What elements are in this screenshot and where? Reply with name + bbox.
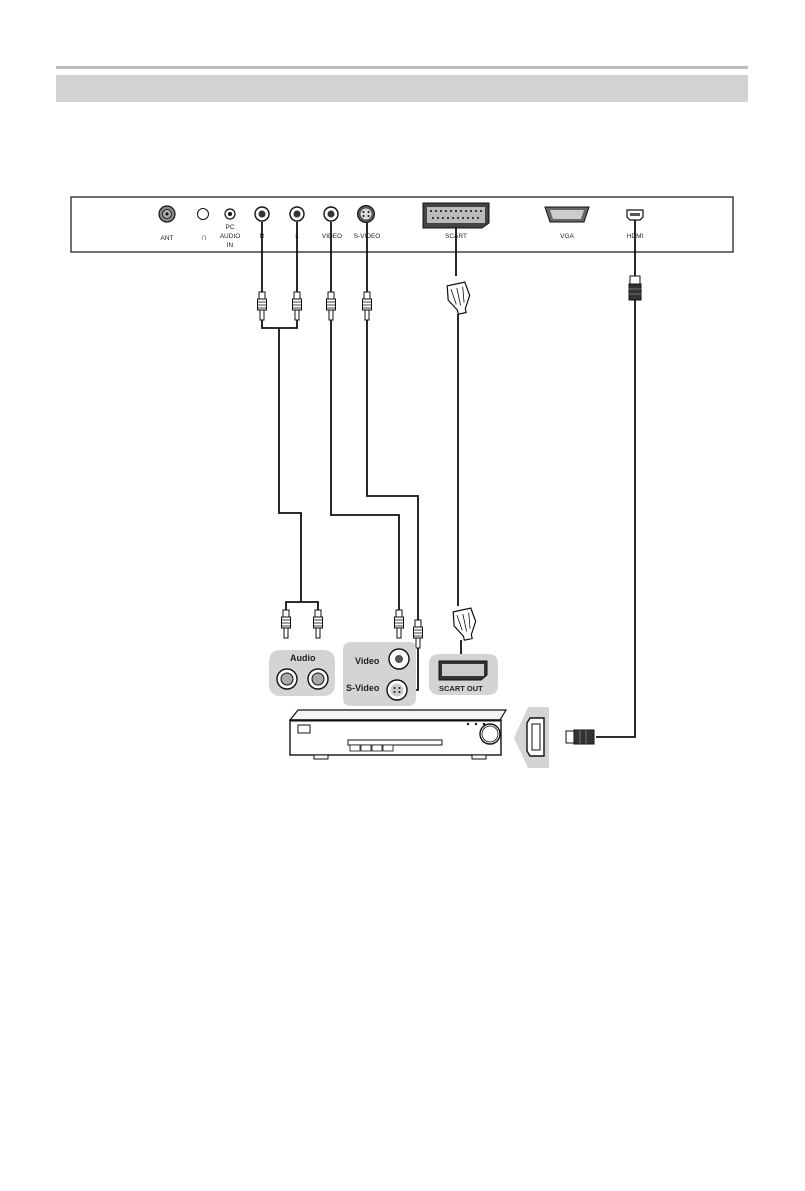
audio-r-port-icon — [254, 206, 270, 222]
s-video-port-icon — [357, 205, 375, 223]
headphone-icon: ∩ — [201, 232, 208, 242]
in-label: IN — [227, 242, 234, 249]
hdmi-plug-bottom — [565, 729, 595, 745]
device-hdmi-socket-icon — [526, 717, 545, 757]
device-video-label: Video — [355, 656, 380, 666]
video-jack-icon — [388, 648, 410, 670]
scart-plug-bottom — [450, 607, 480, 643]
vga-label: VGA — [560, 233, 574, 240]
section-header-bar — [56, 75, 748, 102]
s-video-plug-bottom — [413, 619, 423, 649]
tv-back-panel: ANT ∩ PC AUDIO IN R L VIDEO S-VIDEO SCAR… — [70, 196, 734, 253]
device-s-video-label: S-Video — [346, 683, 380, 693]
device-scart-port: SCART OUT — [429, 654, 498, 695]
top-rule — [56, 66, 748, 69]
device-scart-socket-icon — [438, 660, 488, 681]
vga-port-icon — [544, 206, 590, 223]
device-hdmi-port — [514, 707, 549, 768]
audio-merge-bottom — [285, 601, 319, 610]
hdmi-plug-top — [628, 275, 642, 301]
rca-plug-audio-1-bottom — [281, 609, 291, 639]
dvd-player-device — [288, 709, 508, 760]
video-main-cable — [330, 320, 400, 610]
pc-label: PC — [225, 224, 234, 231]
device-audio-label: Audio — [290, 653, 316, 663]
hdmi-main-cable — [596, 300, 636, 738]
audio-main-cable — [278, 328, 302, 602]
audio-label: AUDIO — [220, 233, 241, 240]
audio-merge-top — [261, 320, 298, 329]
video-port-icon — [323, 206, 339, 222]
rca-plug-video-top — [326, 291, 336, 321]
rca-plug-r-top — [257, 291, 267, 321]
headphone-port-icon — [197, 208, 209, 220]
pc-audio-in-port-icon — [224, 208, 236, 220]
s-video-plug-top — [362, 291, 372, 321]
scart-out-label: SCART OUT — [439, 684, 483, 693]
audio-jack-left-icon — [276, 668, 298, 690]
s-video-jack-icon — [386, 679, 408, 701]
scart-port-icon — [422, 202, 490, 229]
device-video-jacks: Video S-Video — [343, 642, 416, 706]
video-label: VIDEO — [322, 233, 342, 240]
scart-plug-top — [444, 281, 474, 317]
audio-l-port-icon — [289, 206, 305, 222]
audio-jack-right-icon — [307, 668, 329, 690]
rca-plug-l-top — [292, 291, 302, 321]
hdmi-port-icon — [626, 209, 644, 221]
s-video-main-cable — [366, 320, 419, 620]
ant-port-icon — [158, 205, 176, 223]
device-audio-jacks: Audio — [269, 650, 335, 696]
ant-label: ANT — [161, 235, 174, 242]
rca-plug-video-bottom — [394, 609, 404, 639]
rca-plug-audio-2-bottom — [313, 609, 323, 639]
